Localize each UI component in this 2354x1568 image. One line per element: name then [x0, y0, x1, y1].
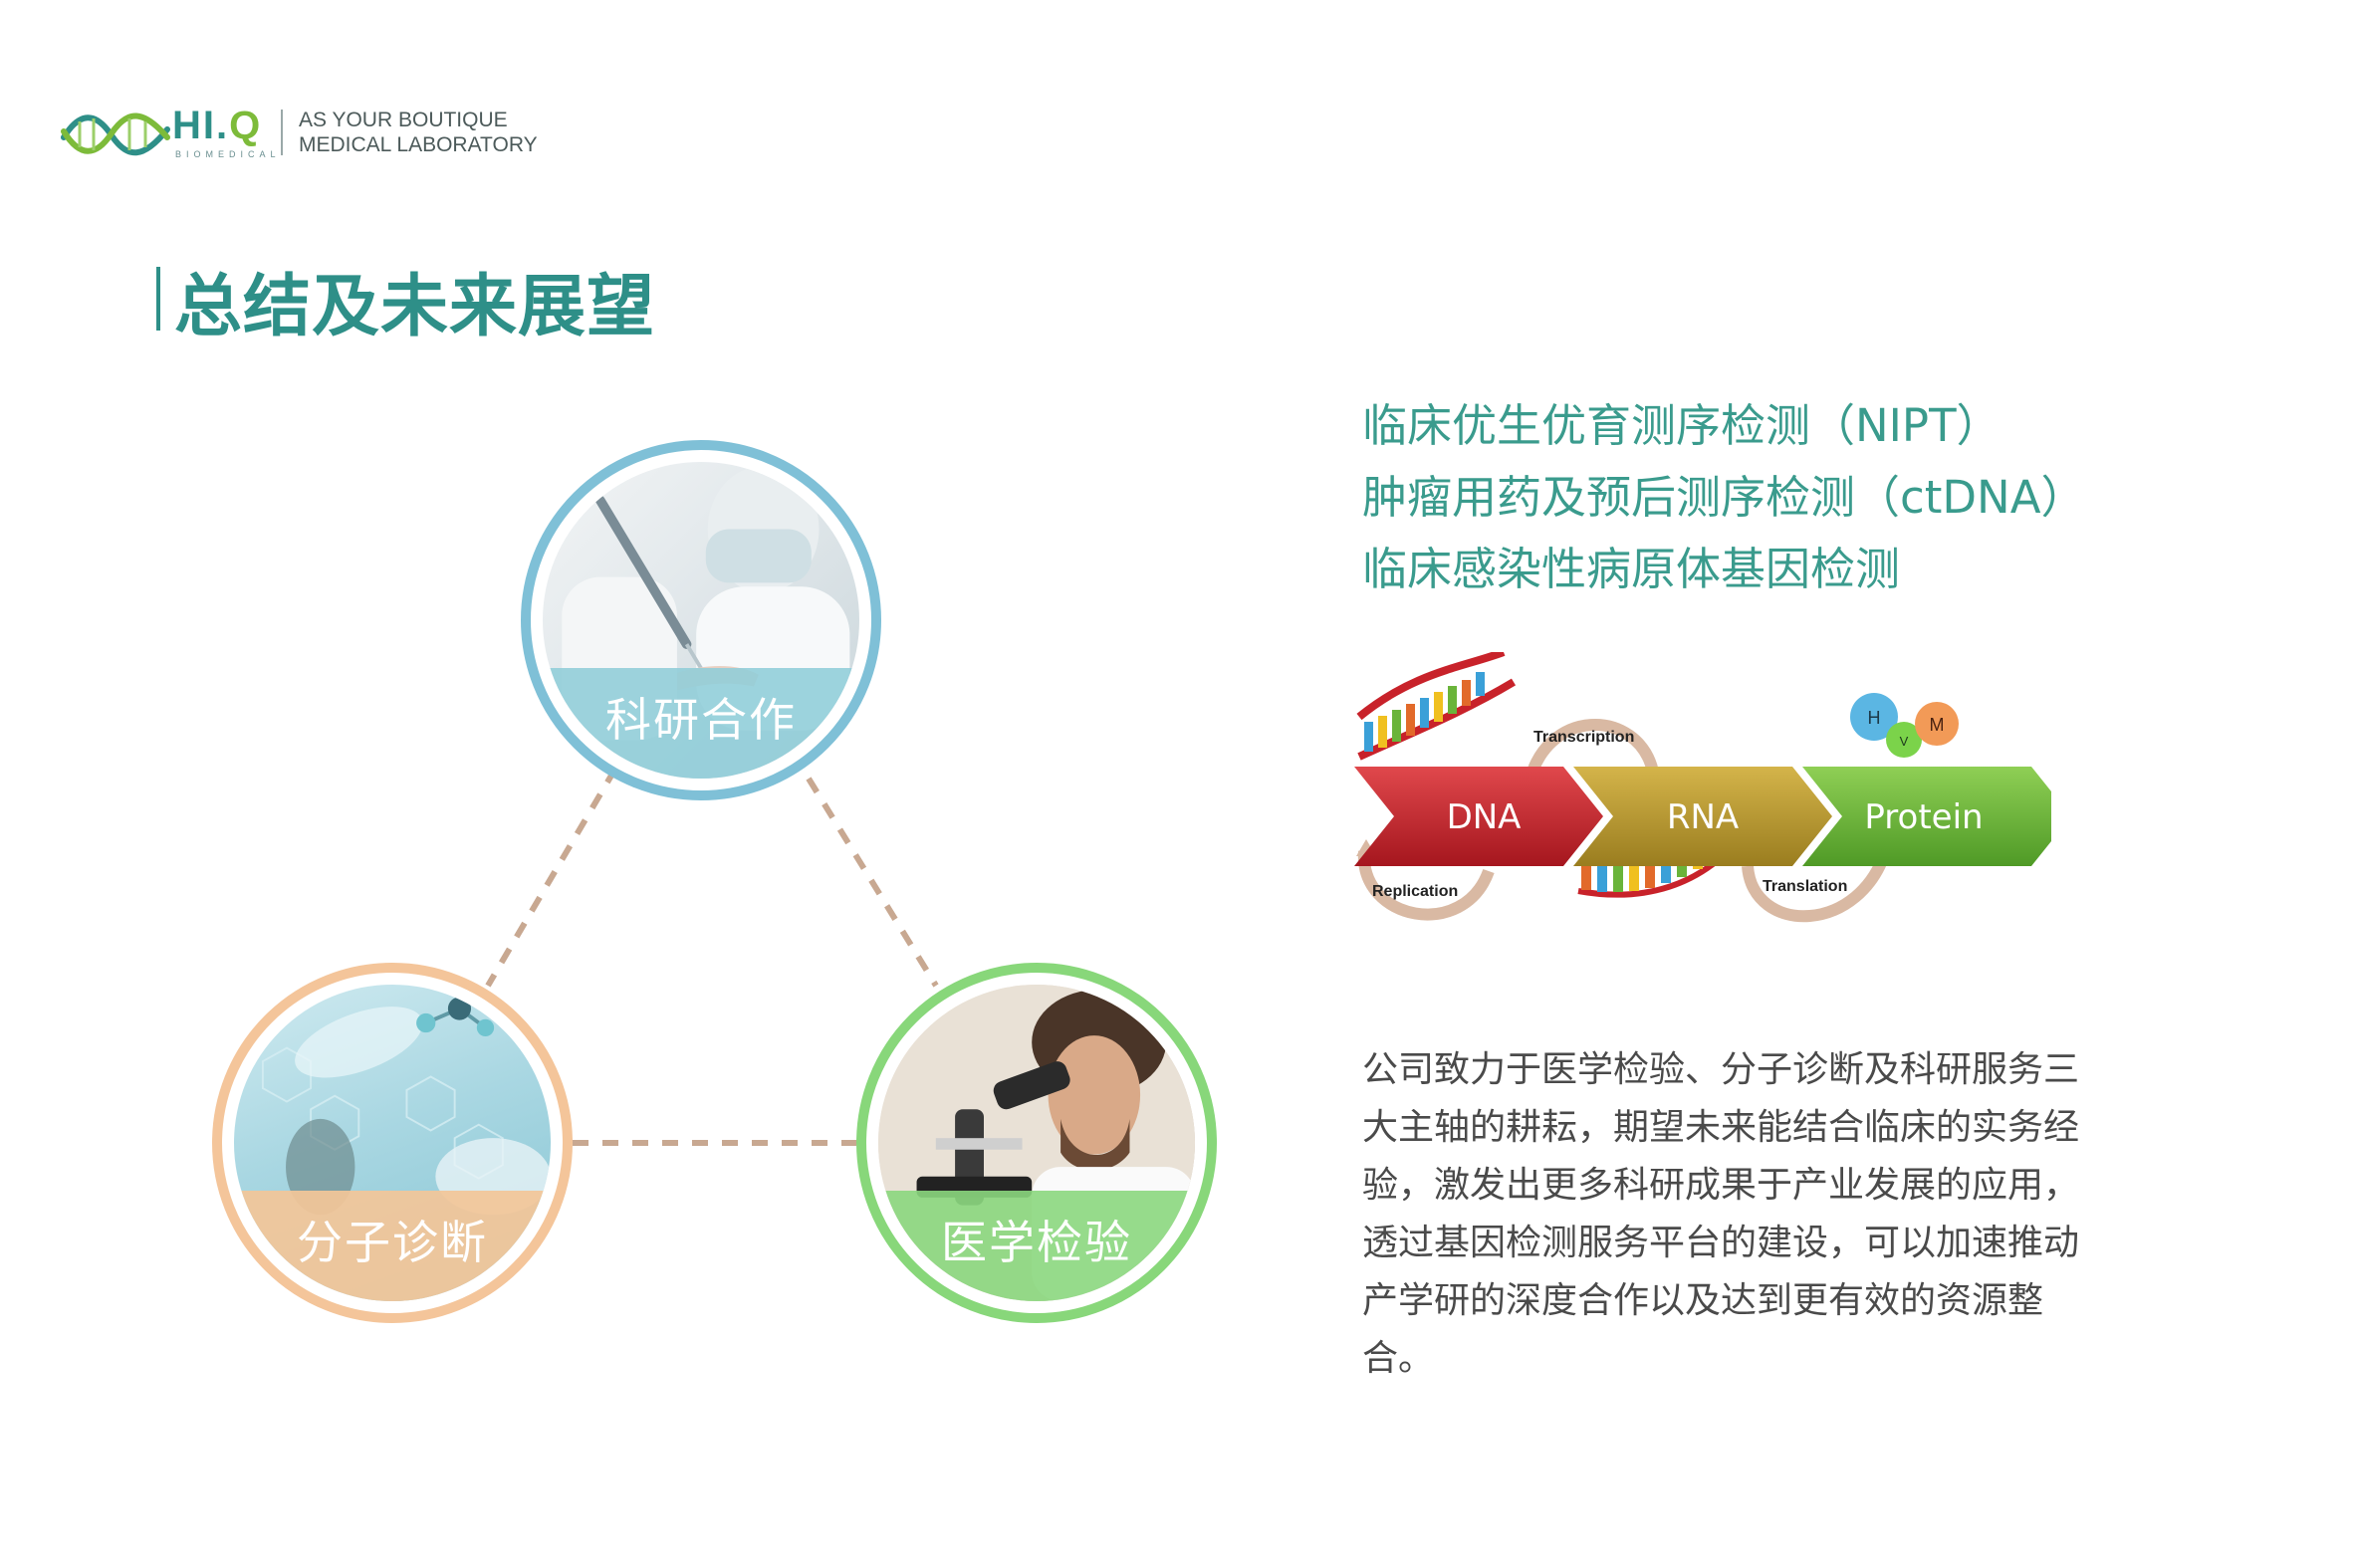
protein-label: Protein — [1864, 797, 1983, 837]
service-item-nipt: 临床优生优育测序检测（NIPT） — [1362, 399, 2001, 452]
medical-photo: 医学检验 — [878, 985, 1195, 1301]
central-dogma-diagram: Transcription Replication Translation DN… — [1354, 652, 2051, 923]
replication-arrow — [1357, 850, 1495, 921]
dna-helix-logo-icon — [61, 112, 170, 156]
molecular-photo: 分子诊断 — [234, 985, 551, 1301]
medical-label: 医学检验 — [941, 1215, 1132, 1269]
transcription-label: Transcription — [1533, 729, 1634, 746]
logo-subtext: BIOMEDICAL — [175, 149, 281, 159]
rna-label: RNA — [1667, 797, 1739, 837]
title-accent-bar — [156, 267, 160, 331]
logo-wordmark: HI.Q — [172, 104, 262, 148]
tagline-line-1: AS YOUR BOUTIQUE — [299, 109, 508, 131]
translation-arrow — [1742, 844, 1893, 923]
company-logo: HI.Q BIOMEDICAL AS YOUR BOUTIQUE MEDICAL… — [60, 100, 617, 169]
connector-top-right — [806, 777, 939, 988]
protein-molecule-icon: H V M — [1850, 693, 1959, 758]
protein-arrow-block — [1802, 767, 2051, 866]
research-photo: 科研合作 — [543, 462, 859, 779]
connector-lines — [485, 767, 939, 1146]
molecular-circle: 分子诊断 — [212, 963, 573, 1323]
dna-label: DNA — [1447, 797, 1522, 837]
dna-arrow-block — [1354, 767, 1603, 866]
ball-m-label: M — [1930, 715, 1945, 735]
research-circle: 科研合作 — [521, 440, 881, 800]
medical-label-band: 医学检验 — [878, 1190, 1195, 1301]
service-item-pathogen: 临床感染性病原体基因检测 — [1362, 543, 1901, 595]
business-triangle-diagram: 科研合作 — [0, 418, 1255, 1354]
translation-label: Translation — [1763, 878, 1847, 895]
replication-label: Replication — [1372, 883, 1458, 900]
logo-wordmark-main: HI. — [172, 104, 230, 147]
logo-divider — [281, 110, 283, 155]
logo-wordmark-q: Q — [229, 104, 263, 147]
service-item-ctdna: 肿瘤用药及预后测序检测（ctDNA） — [1362, 471, 2086, 524]
services-list: 临床优生优育测序检测（NIPT） 肿瘤用药及预后测序检测（ctDNA） 临床感染… — [1362, 390, 2085, 605]
research-label-band: 科研合作 — [543, 667, 859, 779]
company-description: 公司致力于医学检验、分子诊断及科研服务三大主轴的耕耘，期望未来能结合临床的实务经… — [1362, 1049, 2080, 1379]
ball-v-label: V — [1900, 734, 1909, 749]
dna-strand-icon — [1356, 652, 1517, 761]
connector-top-left — [485, 767, 618, 988]
research-label: 科研合作 — [605, 692, 797, 747]
rna-arrow-block — [1573, 767, 1832, 866]
molecular-label-band: 分子诊断 — [234, 1190, 551, 1301]
page-title: 总结及未来展望 — [174, 268, 656, 346]
tagline-line-2: MEDICAL LABORATORY — [299, 133, 538, 156]
logo-tagline: AS YOUR BOUTIQUE MEDICAL LABORATORY — [299, 108, 538, 157]
medical-circle: 医学检验 — [856, 963, 1217, 1323]
ball-h-label: H — [1868, 708, 1881, 728]
transcription-arrow — [1523, 719, 1659, 788]
molecular-label: 分子诊断 — [297, 1215, 488, 1269]
